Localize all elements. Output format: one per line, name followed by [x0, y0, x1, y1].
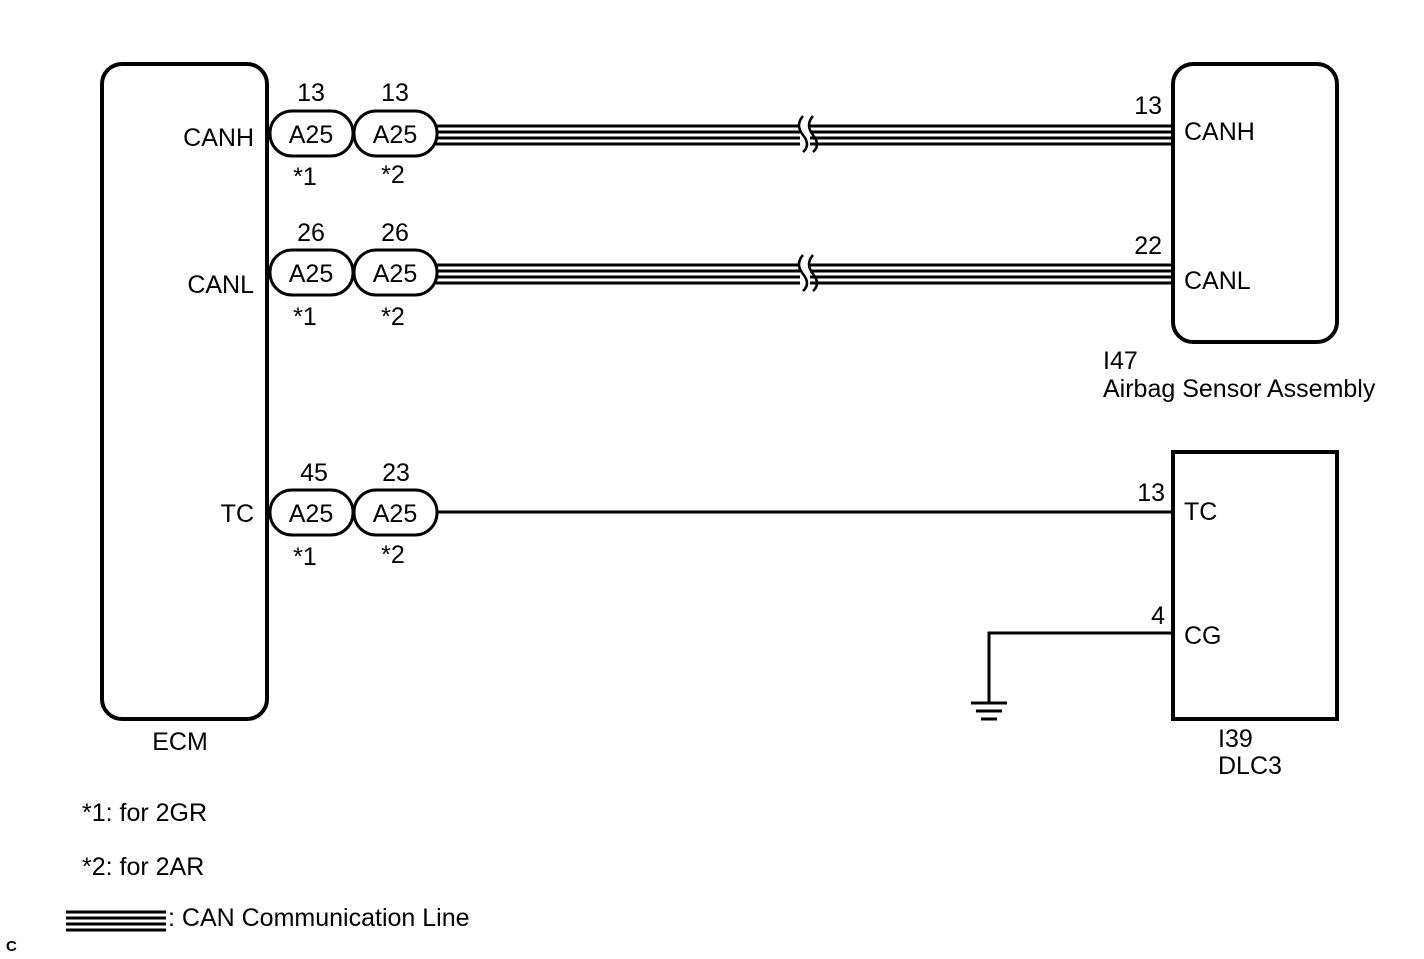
tc-connector-2-note: *2 [381, 541, 405, 569]
dlc3-pin-cg-label: CG [1184, 622, 1222, 650]
airbag-code: I47 [1103, 347, 1138, 375]
tc-connector-2-code: A25 [373, 500, 417, 528]
canl-connector-1-code: A25 [289, 260, 333, 288]
dlc3-code: I39 [1218, 725, 1253, 753]
canh-connector-1-note: *1 [293, 163, 317, 191]
ecm-pin-tc: TC [221, 500, 254, 528]
dlc3-pin-tc-num: 13 [1137, 479, 1165, 507]
legend-note-1: *1: for 2GR [82, 799, 207, 827]
legend-can-line-icon [66, 910, 166, 932]
dlc3-name: DLC3 [1218, 752, 1282, 780]
airbag-pin-canh-num: 13 [1134, 92, 1162, 120]
canh-connector-2-code: A25 [373, 121, 417, 149]
ground-icon [971, 701, 1007, 721]
canh-connector-1-pin: 13 [297, 79, 325, 107]
canh-break-mark [797, 115, 819, 153]
canl-connector-1-pin: 26 [297, 219, 325, 247]
tc-connector-1-code: A25 [289, 500, 333, 528]
canl-connector-1-note: *1 [293, 303, 317, 331]
legend-can-line-label: : CAN Communication Line [168, 904, 470, 932]
canh-connector-2 [352, 109, 439, 158]
ecm-box [100, 62, 269, 721]
cg-ground-wire [987, 631, 1173, 703]
canl-break-mark [797, 254, 819, 292]
ecm-pin-canl: CANL [187, 271, 254, 299]
canl-connector-2-code: A25 [373, 260, 417, 288]
dlc3-box [1171, 450, 1339, 721]
canl-connector-2-note: *2 [381, 303, 405, 331]
canl-connector-2-pin: 26 [381, 219, 409, 247]
dlc3-pin-cg-num: 4 [1151, 602, 1165, 630]
tc-connector-2 [352, 488, 439, 537]
canl-connector-2 [352, 248, 439, 297]
legend-note-2: *2: for 2AR [82, 853, 204, 881]
airbag-sensor-box [1171, 62, 1339, 344]
tc-connector-1-pin: 45 [300, 459, 328, 487]
airbag-pin-canl-label: CANL [1184, 267, 1251, 295]
tc-connector-1-note: *1 [293, 543, 317, 571]
canh-connector-1-code: A25 [289, 121, 333, 149]
tc-connector-2-pin: 23 [382, 459, 410, 487]
canh-connector-2-note: *2 [381, 161, 405, 189]
airbag-pin-canh-label: CANH [1184, 118, 1255, 146]
airbag-name: Airbag Sensor Assembly [1103, 375, 1376, 403]
corner-mark: C [6, 938, 17, 955]
canl-can-line [436, 263, 1173, 285]
ecm-pin-canh: CANH [183, 124, 254, 152]
canh-can-line [436, 124, 1173, 146]
dlc3-pin-tc-label: TC [1184, 498, 1217, 526]
canh-connector-2-pin: 13 [381, 79, 409, 107]
ecm-label: ECM [152, 728, 208, 756]
airbag-pin-canl-num: 22 [1134, 232, 1162, 260]
